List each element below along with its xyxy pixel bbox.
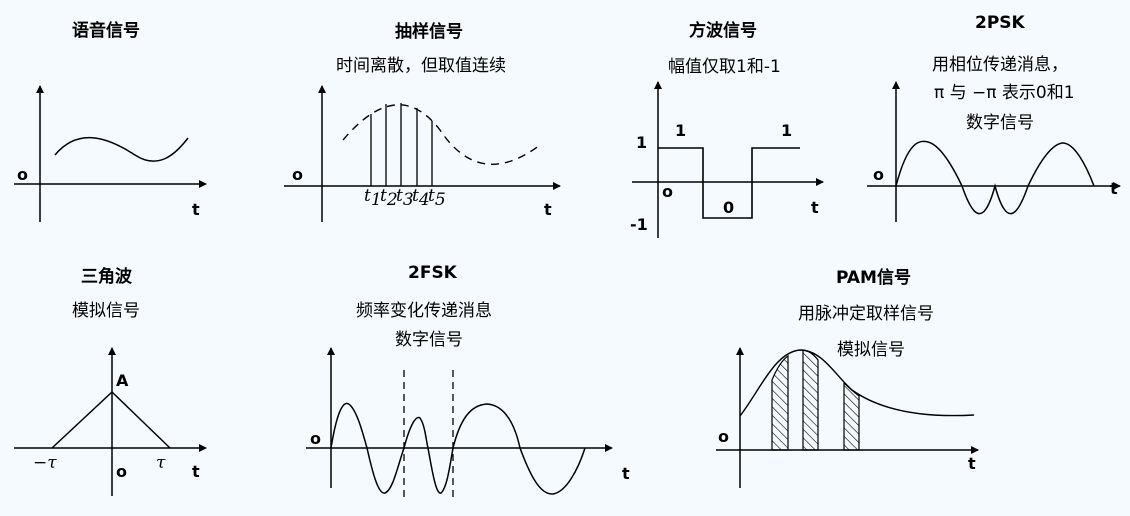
voice-title: 语音信号 [72,21,140,41]
square-subtitle: 幅值仅取1和-1 [668,57,781,77]
sample-tick-2: t2 [380,186,398,210]
sample-title: 抽样信号 [395,22,463,42]
pam-subtitle-line2: 模拟信号 [837,340,905,360]
voice-t-label: t [192,200,200,219]
voice-waveform [54,137,189,162]
psk-subtitle-line2: π 与 −π 表示0和1 [934,83,1075,103]
psk-subtitle-line3: 数字信号 [966,113,1034,133]
sample-panel: t1 t2 t3 t4 t5 o t [284,85,561,222]
fsk-subtitle-line2: 数字信号 [395,330,463,350]
triangle-subtitle: 模拟信号 [72,301,140,321]
pam-pulse-2 [802,349,819,451]
triangle-t-label: t [192,462,200,481]
psk-title: 2PSK [975,13,1025,33]
square-y-neg-label: -1 [630,215,648,234]
sample-tick-1: t1 [364,186,382,210]
sample-envelope [342,104,541,165]
square-y-pos-label: 1 [636,133,647,152]
pam-pulse-1 [771,354,789,451]
fsk-panel: o t [306,347,630,500]
pam-t-label: t [968,454,976,473]
pam-envelope [739,349,975,417]
voice-panel: o t [14,85,207,222]
psk-waveform [895,140,1095,215]
sample-lines [370,103,433,186]
square-level0: 0 [723,198,734,217]
psk-origin-label: o [873,165,884,184]
pam-pulse-3 [843,381,860,451]
square-level1-left: 1 [675,121,686,140]
sample-tick-5: t5 [428,186,446,210]
pam-origin-label: o [718,427,729,446]
pam-subtitle-line1: 用脉冲定取样信号 [798,304,934,324]
triangle-peak-label: A [116,371,129,390]
triangle-waveform [51,390,171,449]
square-level1-right: 1 [781,121,792,140]
sample-t-label: t [544,200,552,219]
fsk-subtitle-line1: 频率变化传递消息 [356,301,492,321]
fsk-t-label: t [622,464,630,483]
psk-t-label: t [1110,179,1118,198]
sample-origin-label: o [292,165,303,184]
square-waveform [658,147,800,219]
fsk-origin-label: o [310,429,321,448]
fsk-title: 2FSK [408,263,457,283]
pam-panel: o t [716,347,979,488]
square-title: 方波信号 [689,21,757,41]
triangle-pos-tau: τ [156,453,166,473]
sample-tick-4: t4 [412,186,430,210]
triangle-neg-tau: −τ [33,453,57,473]
sample-subtitle: 时间离散，但取值连续 [336,56,506,76]
triangle-title: 三角波 [81,267,132,287]
voice-origin-label: o [17,165,28,184]
square-origin-label: o [662,182,673,201]
triangle-origin-label: o [116,462,127,481]
square-t-label: t [811,198,819,217]
fsk-waveform [330,402,586,495]
psk-panel: o t [867,81,1121,222]
psk-subtitle-line1: 用相位传递消息， [932,55,1068,75]
sample-tick-3: t3 [396,186,414,210]
square-panel: 1 -1 1 1 0 o t [630,81,824,238]
triangle-panel: A −τ τ o t [14,347,207,496]
pam-title: PAM信号 [836,268,911,288]
